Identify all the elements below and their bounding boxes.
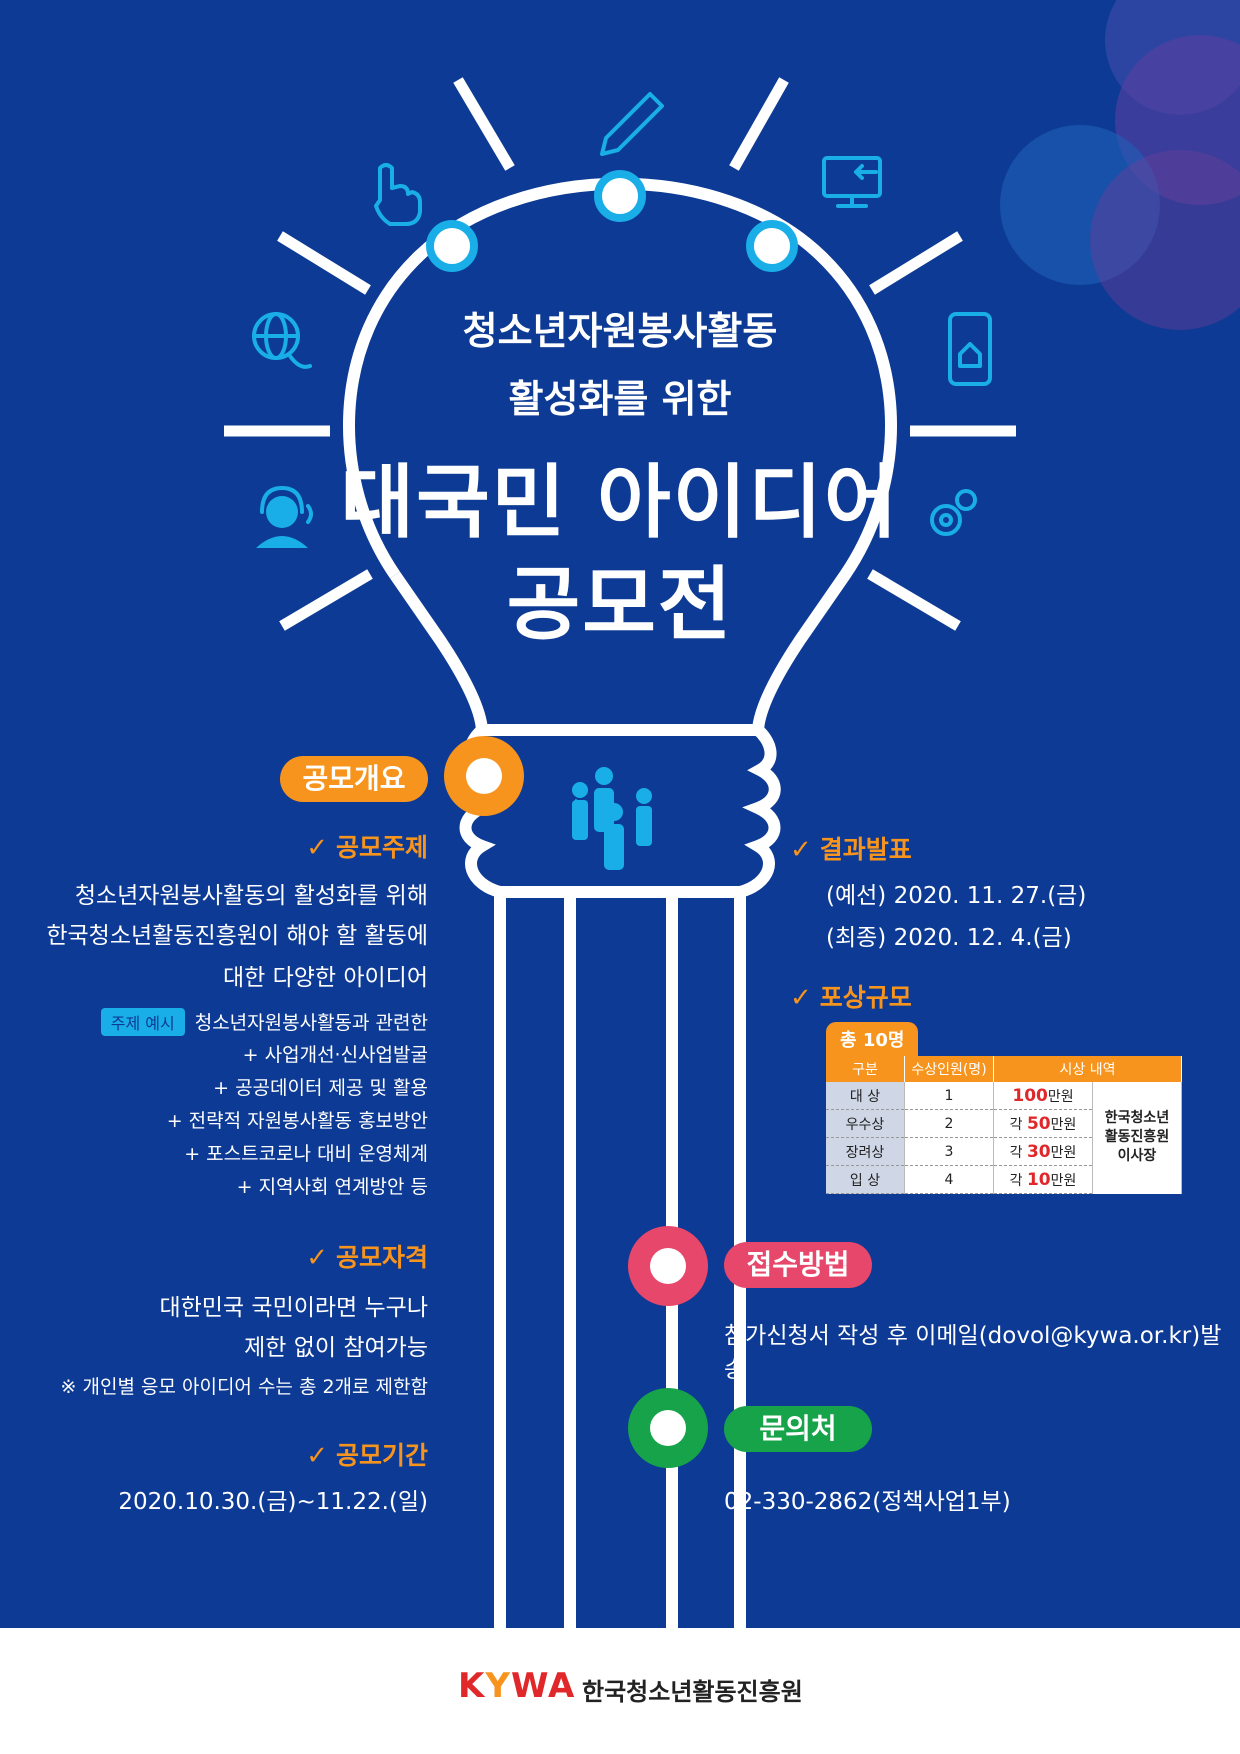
- contact-text: 02-330-2862(정책사업1부): [724, 1489, 1011, 1515]
- table-row: 우수상 2 각 50만원: [826, 1109, 1182, 1138]
- topic-line-2: 한국청소년활동진흥원이 해야 할 활동에: [46, 923, 428, 949]
- example-item: + 전략적 자원봉사활동 홍보방안: [166, 1110, 428, 1132]
- results-prelim: (예선) 2020. 11. 27.(금): [826, 883, 1087, 909]
- monitor-icon: [822, 156, 882, 198]
- gear-icon: [930, 504, 962, 536]
- title-line-1: 청소년자원봉사활동: [462, 309, 778, 353]
- mobile-home-icon: [948, 312, 992, 386]
- column-header: 구분: [826, 1056, 905, 1082]
- people-icon: [572, 767, 652, 870]
- example-item: + 포스트코로나 대비 운영체계: [184, 1143, 428, 1165]
- award-category: 대 상: [826, 1082, 905, 1110]
- awards-table: 총 10명 구분 수상인원(명) 시상 내역 대 상 1 100만원 한국청소년…: [826, 1022, 1182, 1194]
- column-header: 시상 내역: [993, 1056, 1182, 1082]
- headset-icon: [256, 496, 308, 548]
- award-amount: 각 10만원: [993, 1165, 1093, 1194]
- results-heading: ✓결과발표: [790, 835, 912, 865]
- awards-heading: ✓포상규모: [790, 983, 912, 1013]
- footer: KYWA 한국청소년활동진흥원: [0, 1628, 1240, 1754]
- award-category: 우수상: [826, 1109, 905, 1138]
- award-count: 4: [904, 1165, 994, 1194]
- example-tag: 주제 예시: [100, 1008, 185, 1036]
- table-row: 장려상 3 각 30만원: [826, 1137, 1182, 1166]
- column-header: 수상인원(명): [904, 1056, 994, 1082]
- eligibility-line-2: 제한 없이 참여가능: [244, 1335, 428, 1361]
- awards-total: 총 10명: [826, 1022, 919, 1056]
- award-amount: 100만원: [993, 1082, 1093, 1110]
- award-category: 장려상: [826, 1137, 905, 1166]
- kywa-logo: KYWA: [458, 1666, 576, 1706]
- pencil-icon: [600, 92, 664, 156]
- period-heading: ✓공모기간: [306, 1441, 428, 1471]
- check-icon: ✓: [306, 833, 328, 863]
- topic-heading: ✓공모주제: [306, 833, 428, 863]
- topic-line-1: 청소년자원봉사활동의 활성화를 위해: [74, 883, 428, 909]
- title-line-2: 활성화를 위한: [508, 377, 732, 421]
- check-icon: ✓: [790, 983, 812, 1013]
- contact-badge: 문의처: [724, 1406, 872, 1452]
- check-icon: ✓: [306, 1441, 328, 1471]
- organization-name: 한국청소년활동진흥원: [582, 1678, 803, 1706]
- award-amount: 각 50만원: [993, 1109, 1093, 1138]
- check-icon: ✓: [306, 1243, 328, 1273]
- main-title-line-2: 공모전: [506, 558, 734, 651]
- overview-badge: 공모개요: [280, 756, 428, 802]
- submission-badge: 접수방법: [724, 1242, 872, 1288]
- submission-text: 참가신청서 작성 후 이메일(dovol@kywa.or.kr)발송: [724, 1323, 1222, 1383]
- check-icon: ✓: [790, 835, 812, 865]
- period-value: 2020.10.30.(금)~11.22.(일): [118, 1489, 428, 1515]
- example-item: + 지역사회 연계방안 등: [236, 1176, 428, 1198]
- hand-pointer-icon: [374, 163, 422, 226]
- award-count: 2: [904, 1109, 994, 1138]
- topic-line-3: 대한 다양한 아이디어: [222, 965, 428, 991]
- eligibility-note: ※ 개인별 응모 아이디어 수는 총 2개로 제한함: [60, 1376, 428, 1398]
- eligibility-heading: ✓공모자격: [306, 1243, 428, 1273]
- table-row: 입 상 4 각 10만원: [826, 1165, 1182, 1194]
- award-count: 3: [904, 1137, 994, 1166]
- award-category: 입 상: [826, 1165, 905, 1194]
- award-amount: 각 30만원: [993, 1137, 1093, 1166]
- eligibility-line-1: 대한민국 국민이라면 누구나: [159, 1295, 428, 1321]
- main-title-line-1: 대국민 아이디어: [340, 456, 900, 549]
- example-item: + 공공데이터 제공 및 활용: [213, 1077, 428, 1099]
- results-final: (최종) 2020. 12. 4.(금): [826, 925, 1072, 951]
- example-item: + 사업개선·신사업발굴: [242, 1044, 428, 1066]
- award-count: 1: [904, 1082, 994, 1110]
